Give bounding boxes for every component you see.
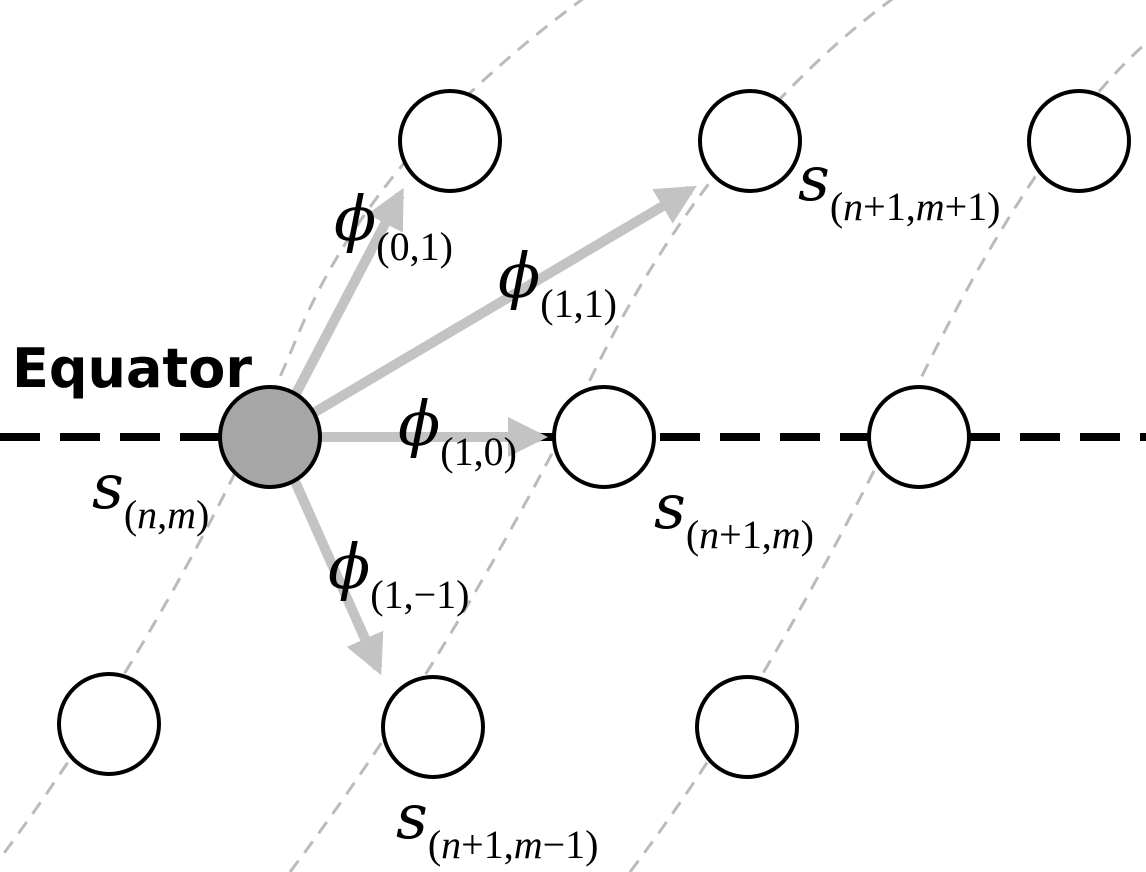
arrows [285,185,697,676]
phi-1-1-label: ϕ(1,1) [498,239,617,326]
phi-1-m1-label: ϕ(1,−1) [328,530,469,617]
node-s-n1-mm1[interactable] [381,675,485,779]
node-s-n-m[interactable] [218,385,322,489]
phi-1-0-label: ϕ(1,0) [398,387,517,474]
arrow-phi-0-1 [285,187,405,408]
arrow-phi-1-m1 [285,467,384,676]
s-n1-mm1-label: s(n+1,m−1) [396,780,599,867]
node-s-n1-m[interactable] [552,385,656,489]
arrow-labels: ϕ(0,1) ϕ(1,1) ϕ(1,0) ϕ(1,−1) [328,182,617,617]
node-bottom-left[interactable] [57,672,161,776]
phi-0-1-label: ϕ(0,1) [334,182,453,269]
s-n1-m1-label: s(n+1,m+1) [798,142,1001,229]
s-n1-m-label: s(n+1,m) [654,470,814,557]
arrow-phi-1-1 [307,185,697,420]
node-top-right[interactable] [1027,89,1131,193]
node-bottom-right[interactable] [695,675,799,779]
nodes [57,89,1131,779]
state-labels: s(n,m) s(n+1,m+1) s(n+1,m) s(n+1,m−1) [92,142,1001,867]
node-s-n1-m1[interactable] [698,89,802,193]
node-top-left[interactable] [398,89,502,193]
s-n-m-label: s(n,m) [92,450,209,537]
node-mid-right[interactable] [867,385,971,489]
equator-label: Equator [12,337,252,400]
